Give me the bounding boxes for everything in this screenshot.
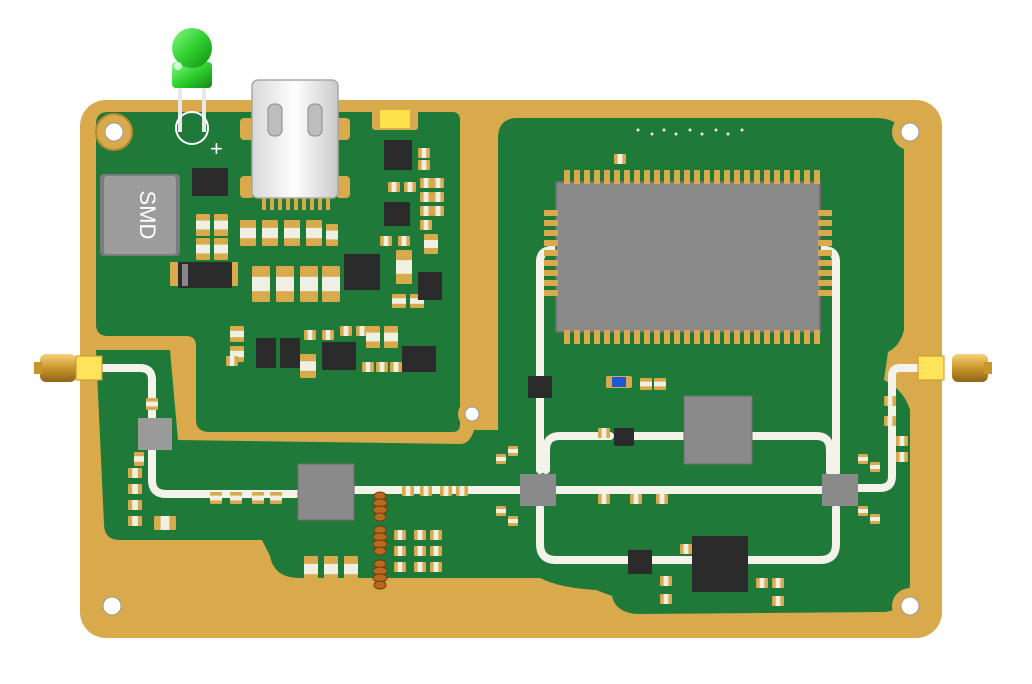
passive-components (128, 148, 908, 606)
blue-component (606, 376, 632, 388)
test-points (636, 128, 744, 136)
mounting-hole-icon (94, 113, 928, 624)
qfn-chips (138, 395, 858, 592)
inductor-coil-icon (372, 491, 388, 590)
svg-text:+: + (210, 136, 223, 161)
power-diode (170, 262, 238, 288)
green-led-icon: + (172, 28, 223, 161)
dark-ics (192, 140, 652, 574)
usb-c-connector-icon (240, 79, 350, 210)
smd-label: SMD (135, 191, 160, 240)
sma-connector-icon (34, 354, 992, 382)
rf-module (544, 170, 832, 344)
yellow-component (372, 108, 418, 130)
smd-inductor: SMD (100, 174, 180, 256)
